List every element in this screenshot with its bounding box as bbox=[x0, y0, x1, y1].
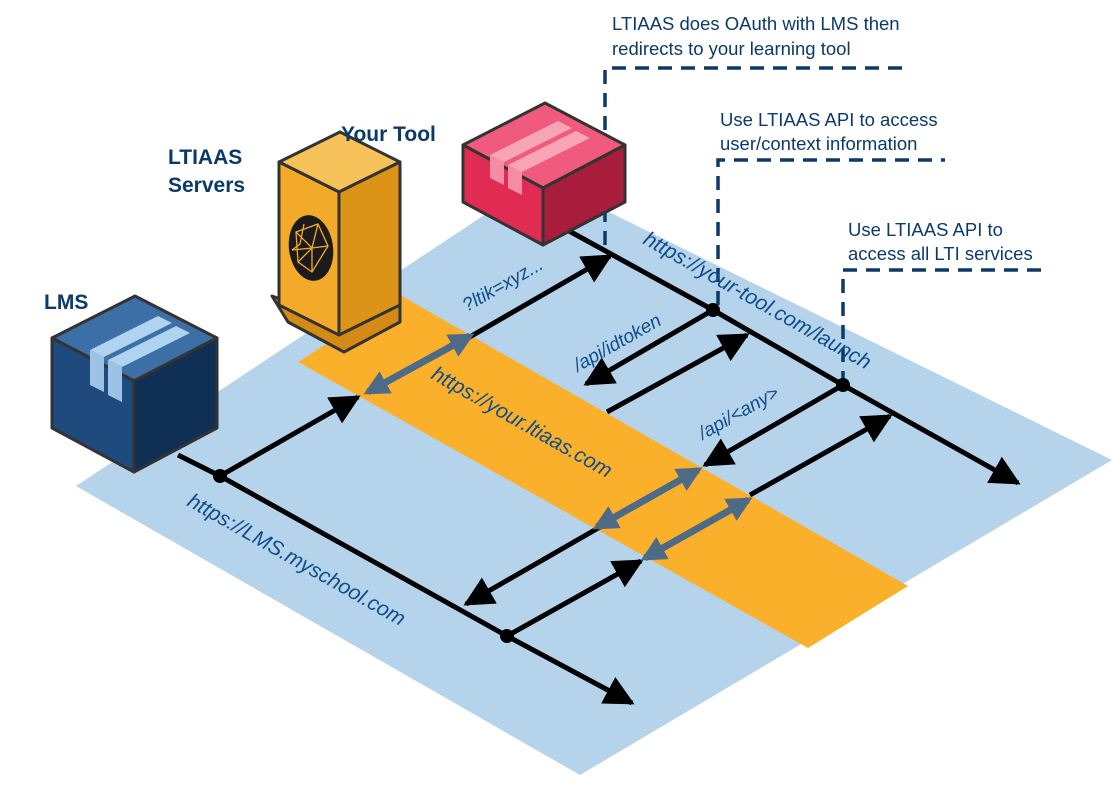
ltiaas-servers-label-line2: Servers bbox=[168, 174, 245, 197]
lms-service-arrow bbox=[505, 558, 644, 639]
lms-junction-dot-2 bbox=[500, 629, 514, 643]
tool-box-icon bbox=[461, 101, 627, 247]
idtoken-response-arrow bbox=[583, 307, 715, 387]
lms-junction-dot-1 bbox=[213, 469, 227, 483]
idtoken-request-arrow bbox=[605, 332, 750, 415]
lms-box-icon bbox=[50, 294, 219, 474]
any-response-arrow bbox=[702, 382, 845, 468]
lms-label: LMS bbox=[44, 291, 88, 314]
any-request-arrow bbox=[748, 413, 893, 498]
lms-main-line bbox=[176, 452, 635, 706]
ltiaas-response-arrow bbox=[463, 524, 602, 607]
tool-junction-dot-1 bbox=[706, 303, 720, 317]
services-note-line1: Use LTIAAS API to bbox=[848, 219, 1003, 240]
tool-junction-dot-2 bbox=[836, 378, 850, 392]
ltiaas-server-icon bbox=[270, 130, 402, 354]
callout-line-services bbox=[841, 268, 1045, 385]
lms-ltiaas-bidirectional-arrow bbox=[363, 332, 475, 396]
ltiaas-servers-label-line1: LTIAAS bbox=[168, 146, 242, 169]
oauth-note-line1: LTIAAS does OAuth with LMS then bbox=[612, 13, 900, 34]
context-note-line1: Use LTIAAS API to access bbox=[720, 109, 938, 130]
services-note-line2: access all LTI services bbox=[848, 243, 1033, 264]
service-bidirectional-arrow bbox=[640, 496, 753, 562]
oauth-note-line2: redirects to your learning tool bbox=[612, 38, 851, 59]
your-tool-label: Your Tool bbox=[341, 123, 436, 146]
lms-request-arrow bbox=[218, 394, 361, 479]
callout-line-context bbox=[716, 158, 945, 305]
redirect-arrow bbox=[466, 253, 613, 341]
context-note-line2: user/context information bbox=[720, 133, 917, 154]
tool-main-line bbox=[558, 223, 1021, 486]
